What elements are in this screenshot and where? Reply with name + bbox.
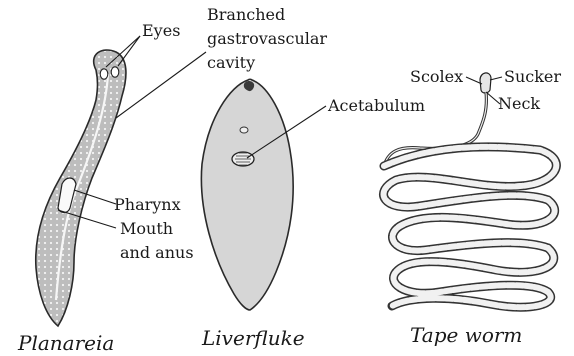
label-mouth-line1: Mouth — [120, 219, 173, 238]
caption-liverfluke: Liverfluke — [201, 326, 305, 350]
label-mouth-line2: and anus — [120, 243, 194, 262]
label-eyes: Eyes — [142, 21, 180, 40]
liverfluke — [201, 79, 293, 310]
label-scolex: Scolex — [410, 67, 463, 86]
label-pharynx: Pharynx — [114, 195, 181, 214]
label-neck: Neck — [498, 94, 540, 113]
small-pore — [240, 127, 248, 133]
caption-planaria: Planareia — [17, 331, 114, 355]
label-sucker: Sucker — [504, 67, 561, 86]
planaria-body — [36, 50, 126, 326]
eye-left — [100, 69, 108, 79]
label-cavity-line2: gastrovascular — [207, 29, 327, 48]
planaria — [36, 50, 126, 326]
caption-tapeworm: Tape worm — [410, 323, 522, 347]
label-acetabulum: Acetabulum — [327, 96, 425, 115]
eye-right — [111, 67, 119, 77]
label-cavity-line3: cavity — [207, 53, 255, 72]
liverfluke-body — [201, 79, 293, 310]
label-cavity-line1: Branched — [207, 5, 285, 24]
scolex-shape — [480, 73, 491, 93]
